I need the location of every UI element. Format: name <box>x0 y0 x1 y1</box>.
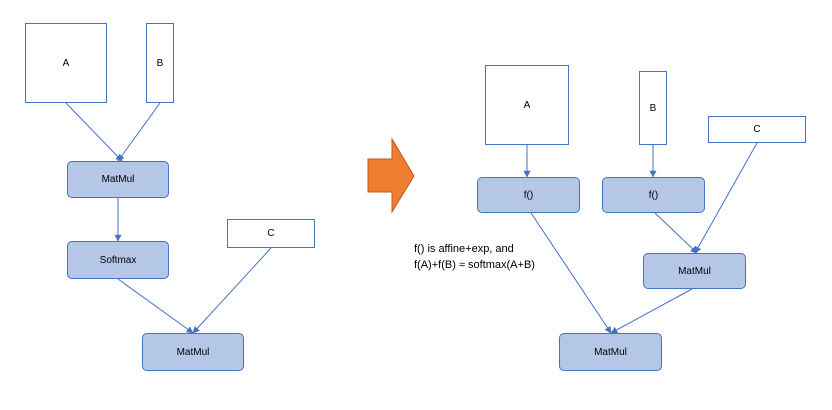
edge-fb-to-matmul <box>654 212 698 254</box>
edge-c-to-matmul <box>192 247 272 334</box>
right-matmul-label: MatMul <box>678 265 711 277</box>
left-matmul-label: MatMul <box>101 174 135 185</box>
right-matmul-output-node: MatMul <box>559 333 662 371</box>
right-matmul-output-label: MatMul <box>594 346 627 358</box>
annotation-line-1: f() is affine+exp, and <box>414 243 514 255</box>
right-f-a-node: f() <box>477 177 580 213</box>
left-matmul-output-label: MatMul <box>176 346 210 358</box>
right-f-a-label: f() <box>523 189 534 201</box>
left-softmax-label: Softmax <box>99 254 137 266</box>
left-input-c-label: C <box>267 228 275 239</box>
left-matmul-output-node: MatMul <box>142 333 244 371</box>
right-input-a: A <box>485 65 569 145</box>
right-input-c: C <box>708 116 806 143</box>
edge-b-to-matmul <box>117 102 161 162</box>
left-input-b: B <box>146 23 174 103</box>
right-input-b-label: B <box>649 102 657 114</box>
right-input-c-label: C <box>753 124 761 135</box>
right-matmul-node: MatMul <box>643 253 746 289</box>
edge-matmul-to-matmul-out <box>610 288 693 334</box>
annotation-line-2: f(A)+f(B) ≈ softmax(A+B) <box>414 259 535 271</box>
left-input-b-label: B <box>156 57 164 69</box>
left-softmax-node: Softmax <box>67 241 169 279</box>
transform-arrow-icon <box>367 137 415 214</box>
annotation-text: f() is affine+exp, and f(A)+f(B) ≈ softm… <box>414 241 535 273</box>
left-matmul-node: MatMul <box>67 161 169 198</box>
edge-fa-to-matmul-out <box>530 212 612 334</box>
edge-softmax-to-matmul <box>117 278 194 334</box>
edge-a-to-matmul <box>65 102 123 162</box>
left-input-c: C <box>227 219 315 248</box>
edge-c-to-matmul <box>694 142 758 254</box>
left-input-a-label: A <box>62 57 70 69</box>
right-f-b-node: f() <box>602 177 705 213</box>
right-input-a-label: A <box>523 99 531 111</box>
right-input-b: B <box>639 71 667 145</box>
right-f-b-label: f() <box>648 189 659 201</box>
left-input-a: A <box>25 23 107 103</box>
